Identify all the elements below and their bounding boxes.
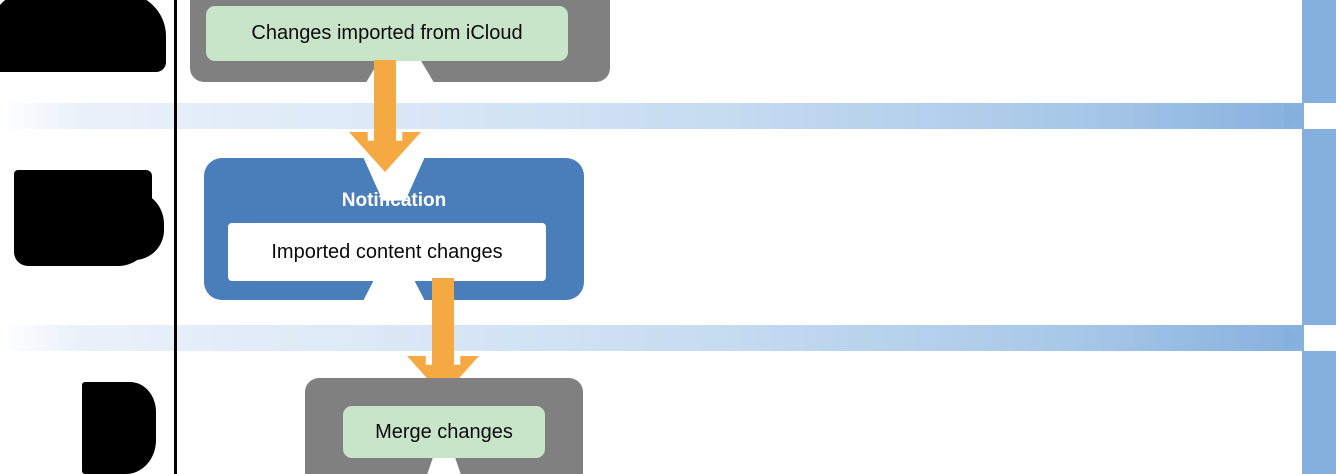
swimlane-rail-top (1302, 0, 1336, 103)
node-notification-field-label[interactable]: Imported content changes (228, 223, 546, 281)
node-changes-imported-label[interactable]: Changes imported from iCloud (206, 6, 568, 61)
arrow-imported-to-notification-shaft (374, 60, 396, 160)
redacted-lane-label-2-extension (14, 190, 164, 260)
node-notification-heading: Notification (341, 190, 447, 211)
redacted-lane-label-1-extension (0, 56, 166, 70)
swimlane-band-1 (0, 103, 1304, 129)
redacted-lane-label-3 (82, 382, 156, 474)
swimlane-rail-bottom (1302, 351, 1336, 474)
lane-divider (174, 0, 177, 474)
node-merge-changes-label[interactable]: Merge changes (343, 406, 545, 458)
swimlane-rail-middle (1302, 129, 1336, 325)
arrow-notification-to-merge-shaft (432, 278, 454, 390)
swimlane-band-2 (0, 325, 1304, 351)
